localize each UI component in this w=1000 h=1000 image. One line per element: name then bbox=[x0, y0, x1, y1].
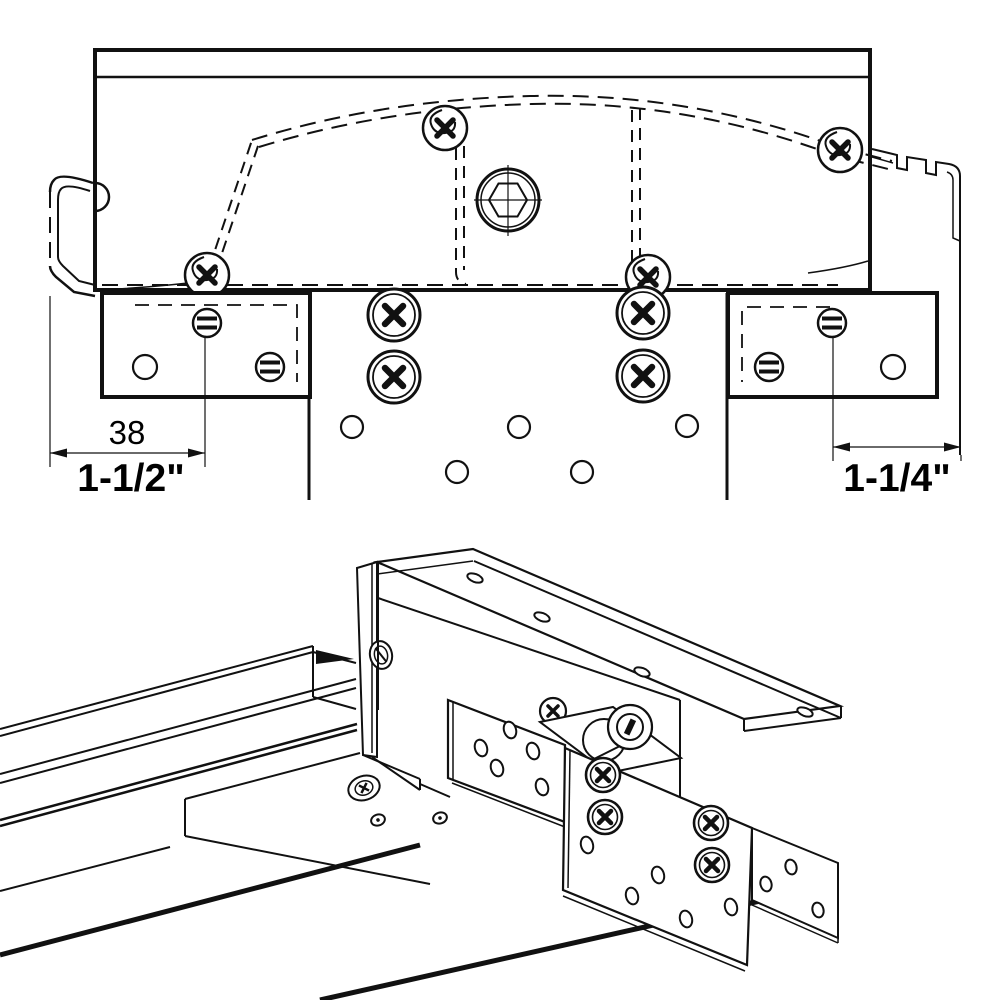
mounting-flange bbox=[355, 560, 451, 798]
phillips-screw-icon bbox=[368, 289, 420, 341]
phillips-screw-icon bbox=[617, 287, 669, 339]
phillips-screw-icon bbox=[586, 758, 620, 792]
slotted-screw-icon bbox=[254, 351, 286, 383]
hex-socket-bolt bbox=[474, 165, 542, 236]
hole-icon bbox=[339, 414, 365, 440]
rivet-icon bbox=[430, 809, 450, 827]
hole-icon bbox=[784, 858, 798, 876]
right-bracket-plate bbox=[726, 291, 939, 461]
dimension-left: 38 1-1/2" bbox=[49, 296, 205, 500]
hole-icon bbox=[506, 414, 532, 440]
large-bracket-plate bbox=[561, 746, 754, 972]
arrowhead-icon bbox=[50, 448, 67, 458]
bracket-housing bbox=[377, 562, 681, 797]
hole-icon bbox=[811, 901, 825, 919]
phillips-screw-icon bbox=[818, 128, 862, 172]
arrowhead-icon bbox=[944, 442, 961, 452]
hole-icon bbox=[759, 875, 773, 893]
roller-assembly bbox=[537, 703, 684, 775]
phillips-screw-icon bbox=[617, 350, 669, 402]
slotted-screw-icon bbox=[753, 351, 785, 383]
phillips-screw-icon bbox=[694, 806, 728, 840]
housing-outline bbox=[93, 48, 872, 292]
rivet-icon bbox=[368, 811, 388, 829]
hole-icon bbox=[131, 353, 159, 381]
hole-icon bbox=[569, 459, 595, 485]
hook-lobe bbox=[94, 181, 111, 213]
arrowhead-icon bbox=[833, 442, 850, 452]
slotted-screw-icon bbox=[816, 307, 848, 339]
phillips-screw-icon bbox=[185, 253, 229, 297]
side-strap-plate bbox=[751, 826, 839, 944]
right-rail-profile bbox=[871, 148, 961, 455]
hole-icon bbox=[444, 459, 470, 485]
plate-hole-icon bbox=[633, 666, 651, 678]
center-bracket bbox=[307, 287, 729, 500]
top-mounting-plate bbox=[372, 547, 845, 732]
phillips-screw-icon bbox=[695, 848, 729, 882]
dimension-right-imperial-label: 1-1/4" bbox=[843, 457, 950, 500]
plate-hole-icon bbox=[466, 572, 484, 584]
rail-extrusion bbox=[0, 645, 761, 1000]
plate-hole-icon bbox=[533, 611, 551, 623]
dimension-right: 1-1/4" bbox=[833, 442, 962, 500]
plate-hole-icon bbox=[796, 706, 814, 718]
left-bracket-plate bbox=[100, 291, 312, 467]
phillips-screw-icon bbox=[423, 106, 467, 150]
countersunk-screw-icon bbox=[347, 774, 381, 802]
phillips-screw-icon bbox=[588, 800, 622, 834]
dimension-left-imperial-label: 1-1/2" bbox=[77, 457, 184, 500]
screen-contour-hidden-lines bbox=[99, 94, 893, 291]
isometric-view bbox=[0, 547, 845, 1000]
rail-lip-end bbox=[316, 650, 354, 664]
section-view: 38 1-1/2" 1-1/4" bbox=[48, 48, 962, 500]
hole-icon bbox=[879, 353, 907, 381]
left-hanger-hook bbox=[48, 175, 111, 298]
dimension-left-metric-label: 38 bbox=[109, 414, 146, 451]
roller-slot bbox=[623, 718, 637, 736]
arrowhead-icon bbox=[188, 448, 205, 458]
flange-screw-icon bbox=[368, 640, 394, 670]
hole-icon bbox=[674, 413, 700, 439]
slotted-screw-icon bbox=[191, 307, 223, 339]
phillips-screw-icon bbox=[368, 351, 420, 403]
